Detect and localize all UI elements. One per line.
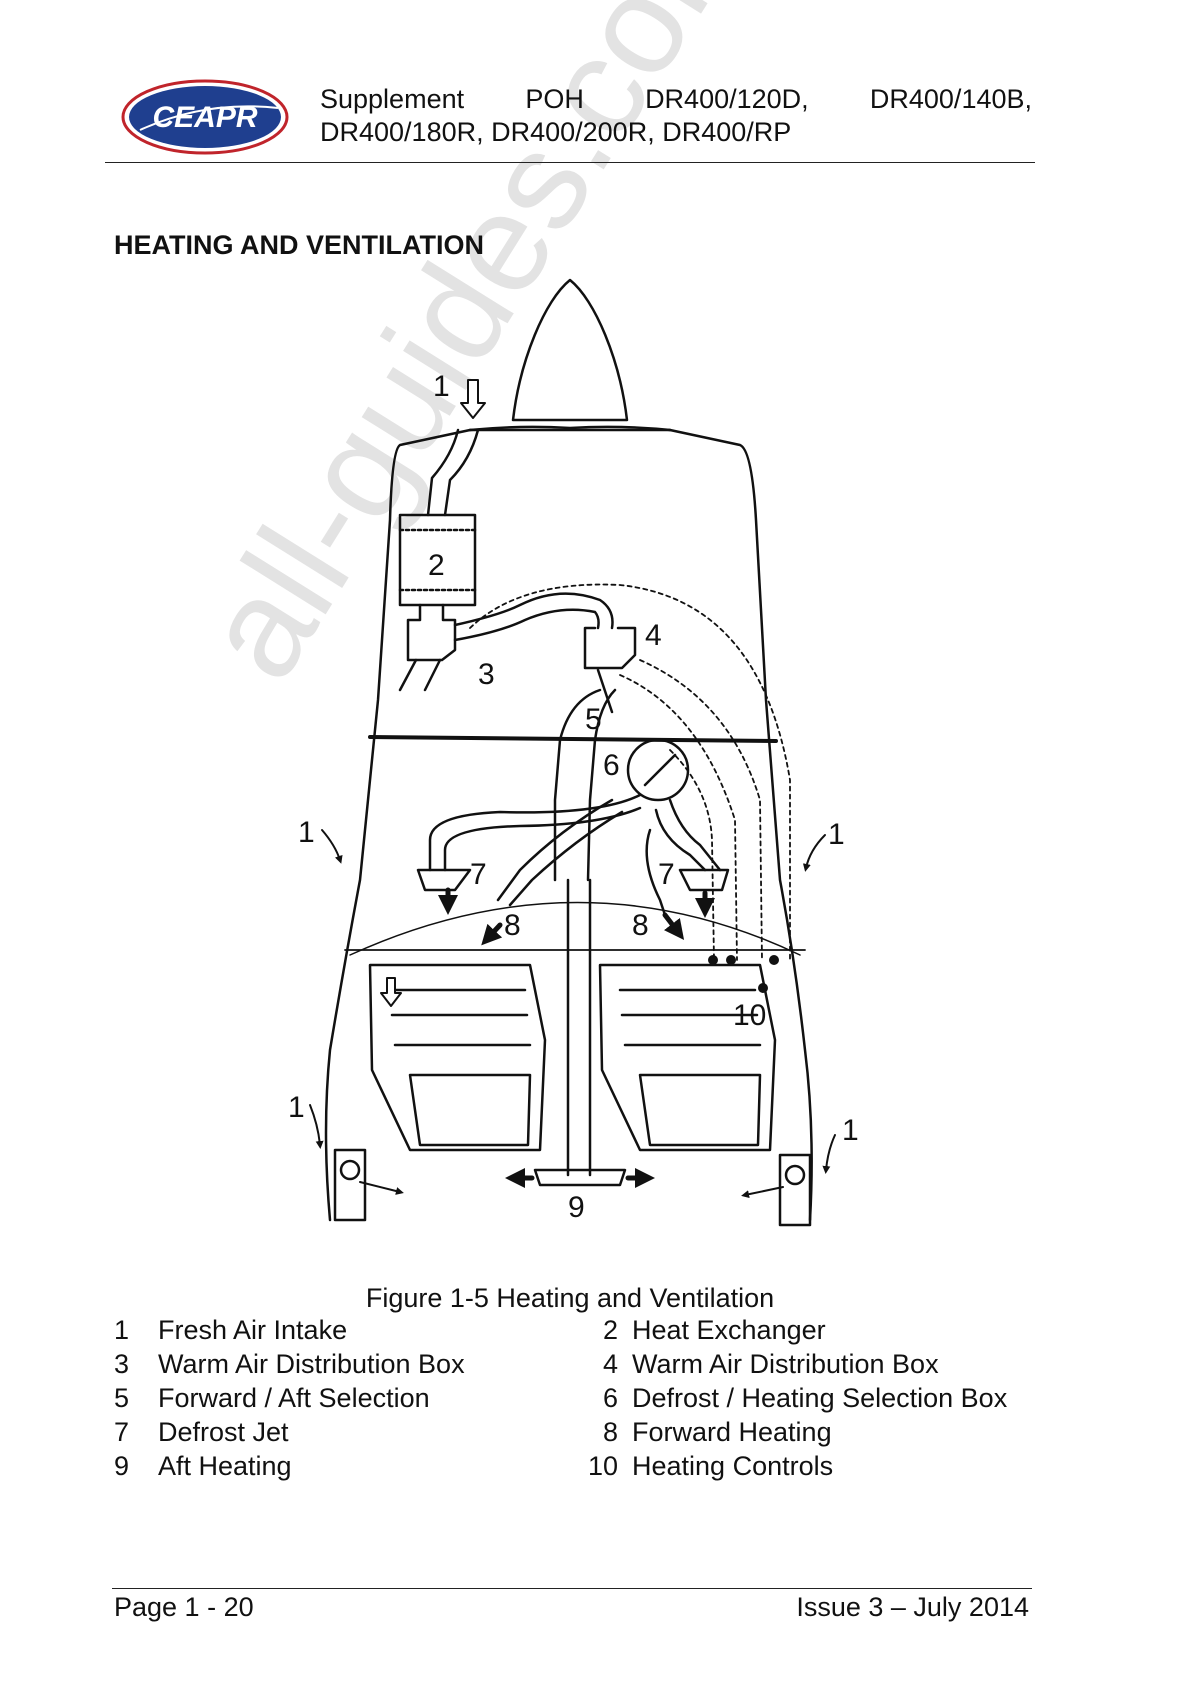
header-title-line1: Supplement POH DR400/120D, DR400/140B, [320,84,1032,115]
callout-8-right: 8 [632,909,649,942]
legend-num: 6 [602,1383,618,1413]
legend-label: Heat Exchanger [632,1315,826,1345]
callout-8-left: 8 [504,909,521,942]
callout-1-top: 1 [433,370,450,403]
callout-1-right: 1 [828,818,845,851]
warm-air-box-3 [406,603,457,662]
callout-1-aft-right: 1 [842,1114,859,1147]
callout-9: 9 [568,1191,585,1224]
callout-10: 10 [733,999,766,1032]
legend-num: 5 [114,1383,130,1413]
ceapr-logo: CEAPR [120,78,290,156]
legend-num: 7 [114,1417,130,1447]
legend-num: 8 [602,1417,618,1447]
defrost-heating-selection-box [626,738,690,802]
legend-num: 2 [602,1315,618,1345]
header-word: POH [525,84,584,114]
footer-divider [112,1588,1032,1589]
callout-7-left: 7 [470,858,487,891]
aft-intake-right [778,1153,812,1227]
figure-caption: Figure 1-5 Heating and Ventilation [365,1283,775,1313]
legend-num: 9 [114,1451,130,1481]
legend: 1 Fresh Air Intake 2 Heat Exchanger 3 Wa… [114,1315,1034,1482]
legend-num: 4 [602,1349,618,1379]
warm-air-box-4 [583,626,637,670]
legend-label: Warm Air Distribution Box [632,1349,939,1379]
legend-num: 1 [114,1315,130,1345]
legend-label: Defrost Jet [158,1417,289,1447]
right-seat [598,963,777,1152]
legend-label: Forward / Aft Selection [158,1383,430,1413]
callout-4: 4 [645,619,662,652]
defrost-jet-right [678,868,730,892]
propeller-spinner [511,278,629,422]
aft-intake-left [333,1148,367,1222]
legend-label: Defrost / Heating Selection Box [632,1383,1008,1413]
heating-ventilation-diagram: 1 2 3 4 5 6 7 7 8 8 9 10 1 1 1 1 [288,270,860,1260]
legend-label: Fresh Air Intake [158,1315,348,1345]
callout-2: 2 [428,549,445,582]
legend-label: Aft Heating [158,1451,292,1481]
section-title: HEATING AND VENTILATION [114,230,484,260]
callout-3: 3 [478,658,495,691]
legend-label: Warm Air Distribution Box [158,1349,465,1379]
page-number: Page 1 - 20 [114,1592,254,1622]
callout-7-right: 7 [658,858,675,891]
firewall-line [368,735,778,743]
heat-exchanger [398,513,477,607]
header-word: DR400/140B, [869,84,1032,114]
issue-date: Issue 3 – July 2014 [796,1592,1029,1622]
callout-1-left: 1 [298,816,315,849]
legend-label: Forward Heating [632,1417,832,1447]
header-word: DR400/120D, [645,84,809,114]
logo-text: CEAPR [152,101,257,134]
legend-num: 3 [114,1349,130,1379]
left-seat [368,963,547,1152]
header-title-line2: DR400/180R, DR400/200R, DR400/RP [320,117,792,147]
heating-controls [708,955,779,993]
callout-5: 5 [585,703,602,736]
header-divider [105,162,1035,163]
fuselage-outline [324,428,472,1222]
defrost-jet-left [416,868,472,892]
callout-6: 6 [603,749,620,782]
header-word: Supplement [320,84,465,114]
callout-1-aft-left: 1 [290,1091,305,1124]
legend-num: 10 [587,1451,618,1481]
legend-label: Heating Controls [632,1451,834,1481]
